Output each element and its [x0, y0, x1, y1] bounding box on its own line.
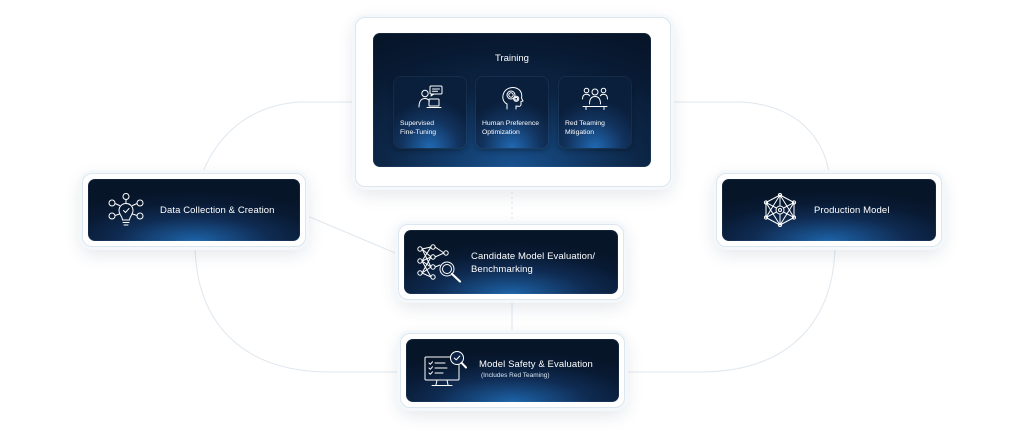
lightbulb-network-icon: [107, 192, 145, 228]
training-step-red-teaming-mitigation: Red Teaming Mitigation: [559, 77, 631, 148]
training-step-label: Human Preference Optimization: [482, 120, 540, 136]
neural-network-icon: [762, 193, 798, 227]
safety-eval-sublabel: (Includes Red Teaming): [481, 372, 550, 379]
data-collection-card: Data Collection & Creation: [88, 179, 300, 241]
production-card: Production Model: [722, 179, 936, 241]
training-title: Training: [495, 53, 529, 64]
training-step-label: Supervised Fine-Tuning: [400, 120, 437, 136]
team-people-icon: [581, 85, 609, 111]
person-laptop-icon: [416, 85, 444, 111]
data-collection-label: Data Collection & Creation: [160, 205, 275, 216]
connector-data-to-training: [199, 101, 355, 181]
network-magnifier-icon: [416, 243, 462, 283]
connector-production-to-safety: [625, 243, 836, 373]
head-gears-icon: [498, 85, 526, 111]
candidate-eval-card: Candidate Model Evaluation/ Benchmarking: [404, 230, 618, 294]
training-step-supervised-fine-tuning: Supervised Fine-Tuning: [394, 77, 466, 148]
training-panel: Training Supervised Fine-Tuning: [373, 33, 651, 167]
connector-training-to-production: [671, 101, 831, 179]
connector-data-to-candidate: [304, 214, 401, 256]
monitor-checklist-icon: [423, 349, 469, 391]
connector-data-to-safety: [194, 243, 400, 373]
production-label: Production Model: [814, 205, 890, 216]
training-step-label: Red Teaming Mitigation: [565, 120, 605, 136]
training-step-human-preference-optimization: Human Preference Optimization: [476, 77, 548, 148]
safety-eval-label: Model Safety & Evaluation: [479, 359, 593, 370]
safety-eval-card: Model Safety & Evaluation (Includes Red …: [406, 339, 619, 402]
candidate-eval-label: Candidate Model Evaluation/ Benchmarking: [471, 251, 596, 275]
